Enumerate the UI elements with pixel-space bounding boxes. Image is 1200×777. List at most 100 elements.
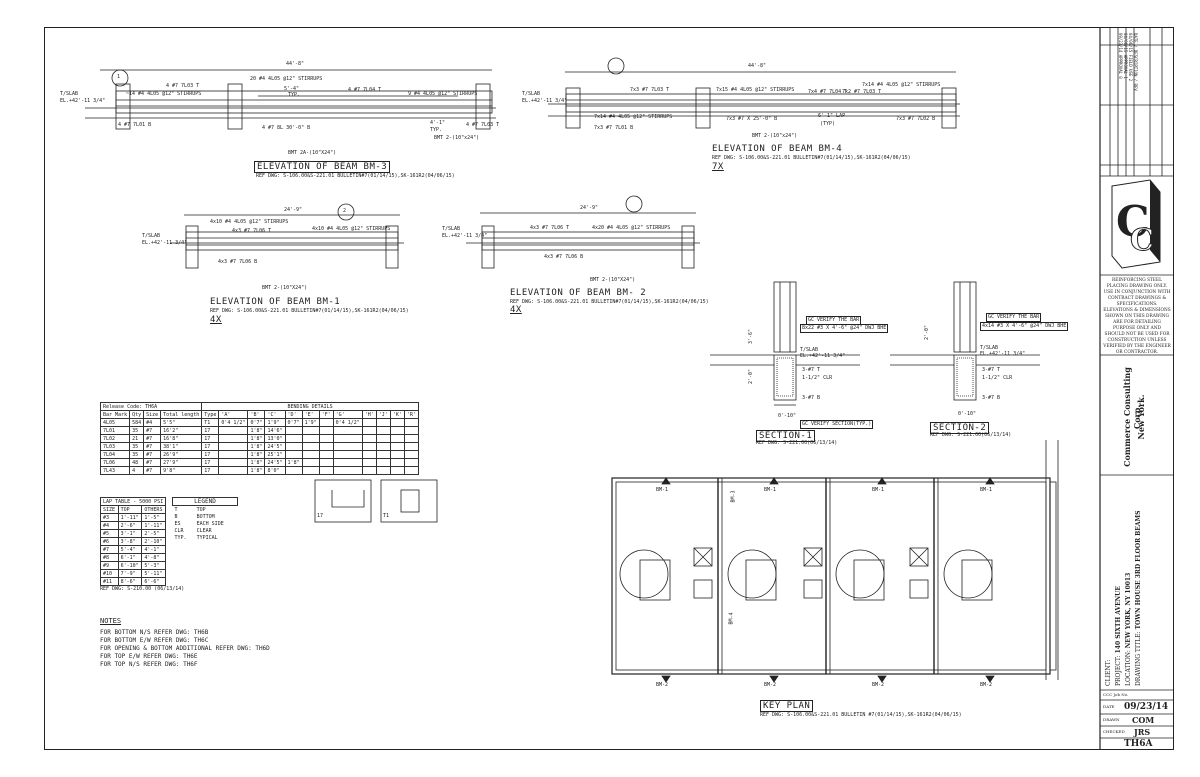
section-2-drawing	[890, 281, 1040, 401]
bending-cell: 17	[201, 426, 220, 435]
legend-cell: TOP	[196, 506, 206, 513]
sec1-dim: 2'-0"	[748, 368, 755, 385]
bending-cell: 1'8"	[247, 426, 266, 435]
bending-cell	[361, 418, 377, 427]
bm3-title: ELEVATION OF BEAM BM-3	[254, 161, 391, 173]
bending-cell: 35	[129, 450, 145, 459]
lap-cell: 1'-5"	[141, 513, 167, 522]
bm4-label: 7x3 #7 7L03 T	[630, 87, 670, 93]
lap-header: OTHERS	[141, 505, 167, 514]
lap-header: SIZE	[100, 505, 119, 514]
bending-cell: 5'5"	[160, 418, 203, 427]
lap-cell: #7	[100, 545, 119, 554]
sec2-dim: 2'-0"	[924, 324, 931, 341]
bending-cell	[332, 426, 363, 435]
bending-cell	[403, 434, 419, 443]
beam-bm4	[548, 71, 960, 129]
bending-cell: 25'1"	[264, 450, 286, 459]
bending-cell: 1'8"	[247, 458, 266, 467]
legend-cell: TYPICAL	[196, 534, 218, 541]
location-value: NEW YORK, NY 10013	[1125, 572, 1132, 649]
bm4-label: 7x3 #7 7L01 B	[594, 125, 634, 131]
bending-header: 'G'	[332, 410, 363, 419]
notes-list: FOR BOTTOM N/S REFER DWG: TH6B FOR BOTTO…	[100, 629, 270, 669]
bending-cell	[361, 426, 377, 435]
bending-cell: 0'4 1/2"	[332, 418, 363, 427]
sec1-tslab-el: EL.+42'-11 3/4"	[800, 353, 846, 359]
lap-ref: REF DWG: S-210.00 (06/13/14)	[100, 586, 185, 592]
bm1-label: 4x3 #7 7L06 T	[232, 228, 272, 234]
bm2-span-dim: 24'-9"	[580, 205, 599, 211]
note-line: FOR TOP N/S REFER DWG: TH6F	[100, 661, 198, 668]
bending-cell: 1'8"	[247, 434, 266, 443]
lap-cell: 2'-6"	[117, 521, 143, 530]
lap-title: LAP TABLE - 5000 PSI	[99, 497, 167, 506]
note-line: FOR TOP E/W REFER DWG: TH6E	[100, 653, 198, 660]
rev-date: 04/06/15	[1123, 33, 1128, 53]
bm2-title: ELEVATION OF BEAM BM- 2	[510, 288, 647, 298]
bending-cell	[318, 466, 334, 475]
lap-cell: #8	[100, 553, 119, 562]
project-label: PROJECT:	[1115, 655, 1122, 686]
company-city: New York.	[1136, 394, 1146, 440]
rev-desc: APPROVAL	[1123, 54, 1128, 74]
rev-desc: FIELD USE	[1128, 54, 1133, 77]
bending-cell	[318, 458, 334, 467]
lap-cell: 6'-10"	[117, 561, 143, 570]
sec1-ref: REF DWG: S-221.00(06/13/14)	[756, 440, 838, 446]
bending-header: 'C'	[264, 410, 286, 419]
lap-cell: 2'-5"	[141, 529, 167, 538]
note-line: FOR BOTTOM E/W REFER DWG: TH6C	[100, 637, 209, 644]
bending-cell: 8'0"	[264, 466, 286, 475]
bending-cell: 24'5"	[264, 458, 286, 467]
bm4-label: 7x4 #7 7L04 T	[808, 89, 848, 95]
job-label: CCC Job No.	[1103, 692, 1129, 697]
rev-date: 04/06/15	[1128, 33, 1133, 53]
legend-cell: ES	[174, 520, 181, 527]
kp-bm3: BM-3	[730, 490, 737, 503]
legend-row: ES EACH SIDE	[173, 520, 238, 527]
bm4-tslab-el: EL.+42'-11 3/4"	[522, 98, 568, 104]
drawing-sheet	[44, 27, 1174, 750]
bending-cell	[375, 434, 391, 443]
bm3-label: 4 #7 7L04 T	[348, 87, 382, 93]
bm1-span-dim: 24'-9"	[284, 207, 303, 213]
keyplan-title: KEY PLAN	[760, 700, 814, 712]
bending-cell: 7L04	[99, 450, 131, 459]
bending-cell	[332, 442, 363, 451]
bending-cell	[301, 426, 320, 435]
notes-title: NOTES	[100, 617, 122, 625]
kp-bm2: BM-2	[872, 682, 885, 688]
bm1-mark: 2	[343, 208, 347, 214]
bending-cell	[389, 434, 405, 443]
legend-title: LEGEND	[172, 497, 238, 506]
bending-cell: 1'8"	[247, 442, 266, 451]
location-label: LOCATION:	[1125, 650, 1132, 686]
sec1-dim: 0'-10"	[778, 413, 797, 419]
lap-cell: #9	[100, 561, 119, 570]
bending-cell	[389, 426, 405, 435]
svg-text:C: C	[1130, 223, 1154, 258]
bm2-tslab-el: EL.+42'-11 3/4"	[442, 233, 488, 239]
bm3-label: TYP.	[430, 127, 443, 133]
bm1-ref: REF DWG: S-106.00&S-221.01 BULLETIN#7(01…	[210, 308, 409, 314]
key-plan-drawing	[611, 440, 1059, 680]
drawn-label: DRAWN	[1103, 717, 1120, 722]
rev-header: DATE	[1133, 33, 1138, 43]
lap-cell: 6'-6"	[141, 577, 167, 586]
bending-header: Total length	[160, 410, 203, 419]
legend-cell: B	[174, 513, 178, 520]
rev-no: 0	[1118, 76, 1123, 79]
bending-cell: 17	[201, 442, 220, 451]
legend-cell: EACH SIDE	[196, 520, 224, 527]
bending-cell	[218, 466, 249, 475]
bending-cell: #7	[143, 434, 162, 443]
bending-cell: #4	[143, 418, 162, 427]
bm1-label: BMT 2-(10"X24")	[262, 285, 308, 291]
